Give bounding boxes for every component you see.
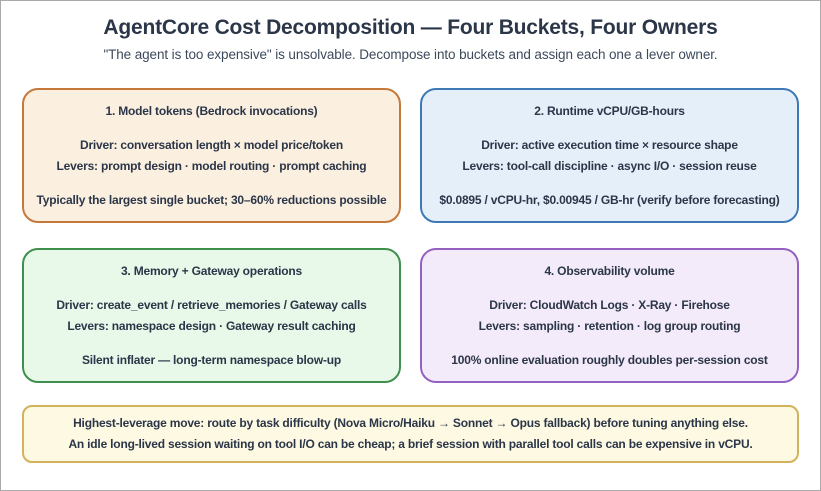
page-title: AgentCore Cost Decomposition — Four Buck… xyxy=(103,16,718,39)
page-subtitle: "The agent is too expensive" is unsolvab… xyxy=(103,47,718,62)
callout-line-1: Highest-leverage move: route by task dif… xyxy=(73,416,748,430)
callout-line-2: An idle long-lived session waiting on to… xyxy=(68,437,753,451)
bucket-levers: Levers: tool-call discipline · async I/O… xyxy=(462,158,757,173)
bucket-levers: Levers: prompt design · model routing · … xyxy=(56,158,367,173)
bucket-driver: Driver: CloudWatch Logs · X-Ray · Fireho… xyxy=(489,297,730,312)
bucket-title: 2. Runtime vCPU/GB-hours xyxy=(534,103,685,118)
bucket-title: 4. Observability volume xyxy=(544,263,675,278)
buckets-grid: 1. Model tokens (Bedrock invocations) Dr… xyxy=(22,88,799,383)
bucket-title: 1. Model tokens (Bedrock invocations) xyxy=(105,103,318,118)
bucket-driver: Driver: create_event / retrieve_memories… xyxy=(56,297,367,312)
bucket-card-runtime-hours: 2. Runtime vCPU/GB-hours Driver: active … xyxy=(420,88,799,223)
bucket-note: Silent inflater — long-term namespace bl… xyxy=(81,352,342,367)
bucket-driver: Driver: active execution time × resource… xyxy=(481,137,738,152)
bucket-note: 100% online evaluation roughly doubles p… xyxy=(451,352,768,367)
bucket-levers: Levers: namespace design · Gateway resul… xyxy=(67,318,356,333)
bucket-note: Typically the largest single bucket; 30–… xyxy=(36,192,387,207)
bucket-levers: Levers: sampling · retention · log group… xyxy=(478,318,741,333)
bucket-card-memory-gateway: 3. Memory + Gateway operations Driver: c… xyxy=(22,248,401,383)
bucket-note: $0.0895 / vCPU-hr, $0.00945 / GB-hr (ver… xyxy=(439,192,780,207)
bucket-card-observability: 4. Observability volume Driver: CloudWat… xyxy=(420,248,799,383)
bucket-card-model-tokens: 1. Model tokens (Bedrock invocations) Dr… xyxy=(22,88,401,223)
bucket-driver: Driver: conversation length × model pric… xyxy=(79,137,343,152)
callout-banner: Highest-leverage move: route by task dif… xyxy=(22,405,799,463)
bucket-title: 3. Memory + Gateway operations xyxy=(120,263,303,278)
